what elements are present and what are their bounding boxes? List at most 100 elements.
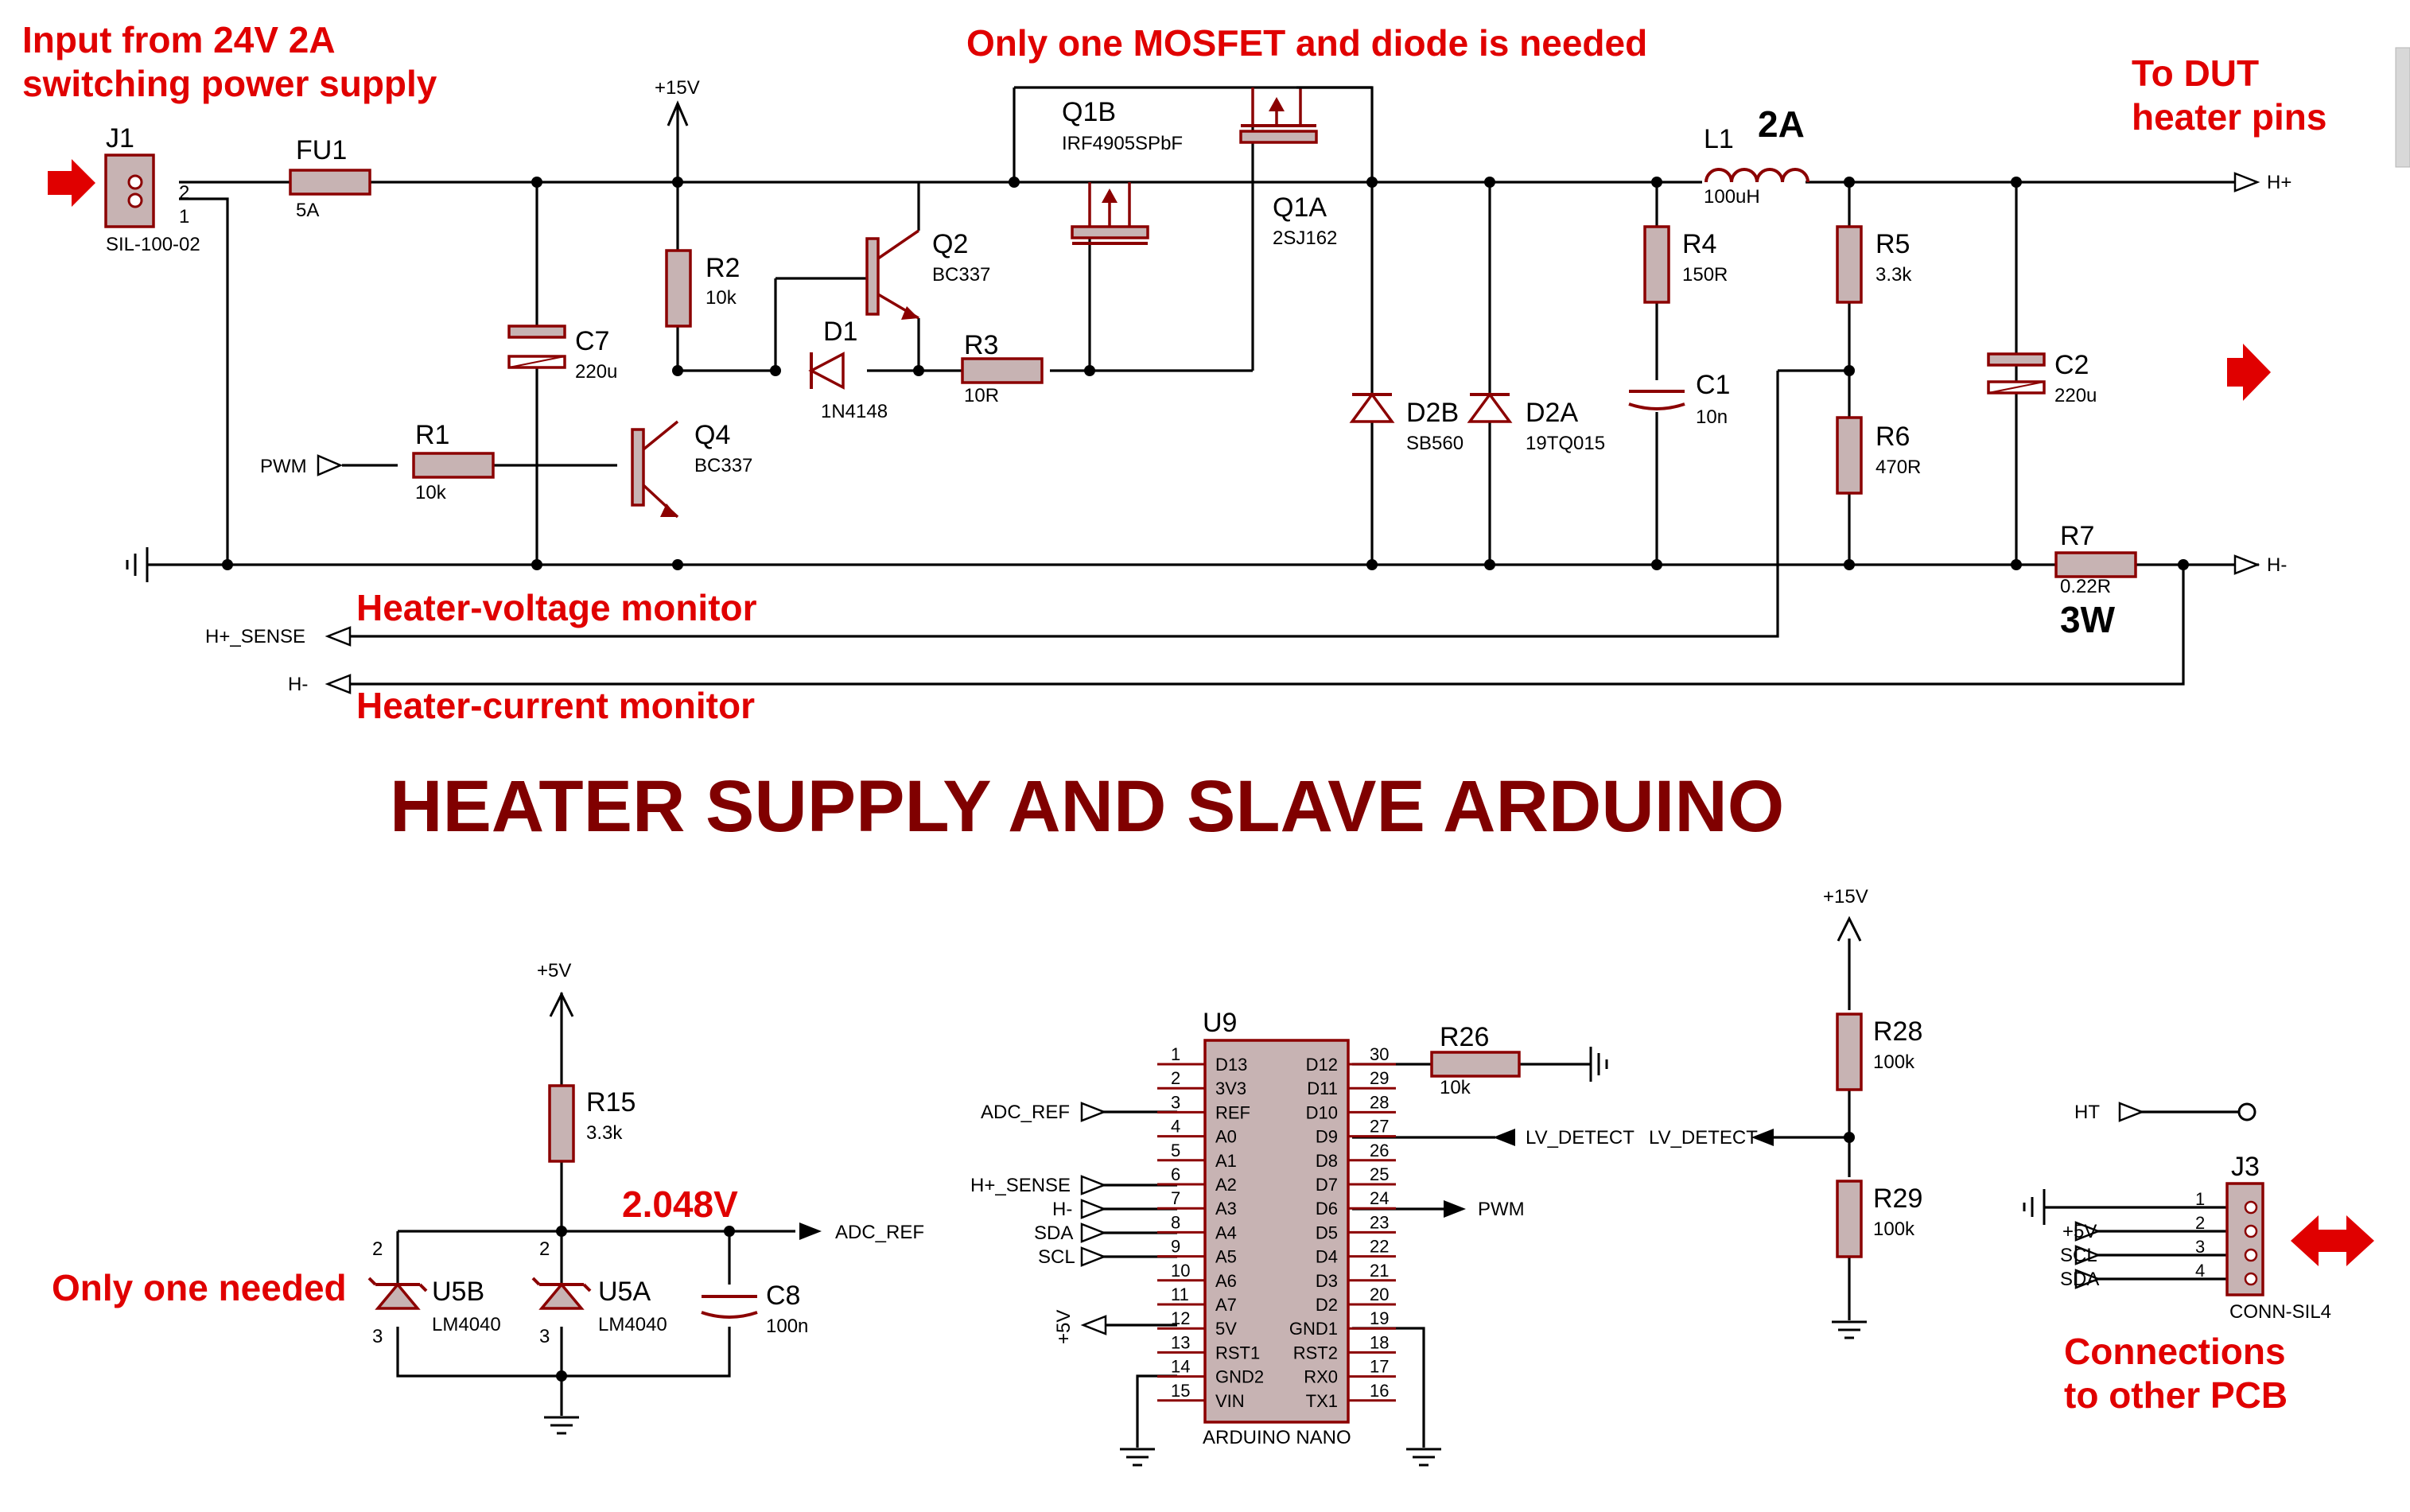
u9-pin-number: 2 xyxy=(1171,1068,1180,1088)
power-5v: +5V xyxy=(537,960,574,1017)
u9-pin-number: 9 xyxy=(1171,1237,1180,1257)
ground-top-left xyxy=(126,547,149,582)
note-dut-line1: To DUT xyxy=(2132,52,2259,94)
u9-pin-number: 17 xyxy=(1370,1357,1389,1377)
scrollbar[interactable] xyxy=(2395,47,2410,168)
l1-value: 100uH xyxy=(1704,186,1760,208)
resistor-r15: R15 3.3k xyxy=(548,1084,636,1163)
r15-value: 3.3k xyxy=(586,1122,623,1144)
transistor-q2: Q2 BC337 xyxy=(865,229,990,320)
q1a-ref: Q1A xyxy=(1273,192,1327,223)
u9-pin-name: D6 xyxy=(1316,1199,1338,1219)
j3-pin4: 4 xyxy=(2195,1261,2205,1281)
r7-ref: R7 xyxy=(2060,521,2094,551)
u9-pin-number: 30 xyxy=(1370,1044,1389,1064)
connector-j1: J1 2 1 SIL-100-02 xyxy=(48,123,200,255)
r26-ref: R26 xyxy=(1440,1022,1489,1052)
q4-ref: Q4 xyxy=(694,420,730,450)
u9-pin-number: 5 xyxy=(1171,1141,1180,1160)
u9-pin-number: 23 xyxy=(1370,1212,1389,1232)
resistor-r5: R5 3.3k xyxy=(1836,225,1912,304)
j3-pin3: 3 xyxy=(2195,1237,2205,1257)
j1-pin1: 1 xyxy=(179,206,189,227)
u9-pin-name: A7 xyxy=(1215,1295,1237,1315)
u9-pin-number: 26 xyxy=(1370,1141,1389,1160)
r6-ref: R6 xyxy=(1876,422,1910,452)
out-hplus-label: H+ xyxy=(2267,172,2291,193)
c2-ref: C2 xyxy=(2054,350,2089,380)
annotations: Input from 24V 2A switching power supply… xyxy=(22,19,2326,1416)
page-title: HEATER SUPPLY AND SLAVE ARDUINO xyxy=(390,766,1784,847)
j1-ref: J1 xyxy=(106,123,134,154)
u9-pin-number: 25 xyxy=(1370,1164,1389,1184)
resistor-r7: R7 0.22R xyxy=(2054,521,2137,597)
l1-ref: L1 xyxy=(1704,124,1734,154)
u9-pin-name: RST1 xyxy=(1215,1343,1260,1362)
u5a-value: LM4040 xyxy=(598,1314,667,1335)
double-arrow-icon xyxy=(2291,1215,2374,1266)
u9-pwm-label: PWM xyxy=(1478,1199,1525,1220)
u9-pin-name: D5 xyxy=(1316,1222,1338,1242)
note-r7-power: 3W xyxy=(2060,599,2116,640)
note-current-monitor: Heater-current monitor xyxy=(356,685,755,726)
capacitor-c7: C7 220u xyxy=(507,325,617,383)
r5-value: 3.3k xyxy=(1876,264,1912,286)
note-only-one: Only one needed xyxy=(52,1267,347,1308)
fu1-value: 5A xyxy=(296,200,319,221)
q2-value: BC337 xyxy=(932,264,990,286)
u9-hminus-label: H- xyxy=(1052,1199,1072,1220)
c8-value: 100n xyxy=(766,1316,808,1337)
resistor-r6: R6 470R xyxy=(1836,416,1921,495)
hplus-sense-label: H+_SENSE xyxy=(205,626,305,647)
u9-pin-number: 4 xyxy=(1171,1117,1180,1137)
j3-sda-label: SDA xyxy=(2060,1269,2099,1290)
adc-ref-out-label: ADC_REF xyxy=(835,1222,924,1243)
c1-value: 10n xyxy=(1696,406,1728,428)
u5b-pin2: 2 xyxy=(372,1238,383,1260)
u9-pin-name: TX1 xyxy=(1306,1391,1338,1411)
note-mosfet: Only one MOSFET and diode is needed xyxy=(966,22,1647,64)
r6-value: 470R xyxy=(1876,457,1921,478)
resistor-r3: R3 10R xyxy=(961,330,1044,406)
u9-pin-name: D10 xyxy=(1306,1102,1338,1122)
note-connections-line2: to other PCB xyxy=(2064,1374,2288,1416)
transistor-q4: Q4 BC337 xyxy=(631,420,752,519)
r29-value: 100k xyxy=(1873,1219,1915,1240)
resistor-r29: R29 100k xyxy=(1832,1180,1922,1339)
u9-pin-name: 3V3 xyxy=(1215,1079,1246,1098)
u9-pin-number: 14 xyxy=(1171,1357,1190,1377)
u9-pin-name: A4 xyxy=(1215,1222,1237,1242)
u9-pin-number: 6 xyxy=(1171,1164,1180,1184)
diode-d2b: D2B SB560 xyxy=(1349,392,1463,454)
c1-ref: C1 xyxy=(1696,370,1730,400)
u9-pin-name: D3 xyxy=(1316,1271,1338,1291)
c2-value: 220u xyxy=(2054,385,2097,406)
ground-u9 xyxy=(1120,1448,1441,1467)
power-5v-label: +5V xyxy=(537,960,571,981)
u9-pin-name: D2 xyxy=(1316,1295,1338,1315)
u5b-pin3: 3 xyxy=(372,1326,383,1347)
j3-pin1: 1 xyxy=(2195,1189,2205,1209)
u9-pin-name: A6 xyxy=(1215,1271,1237,1291)
note-2048v: 2.048V xyxy=(622,1184,738,1225)
resistor-r4: R4 150R xyxy=(1643,225,1728,304)
u9-pin-number: 19 xyxy=(1370,1308,1389,1328)
capacitor-c1: C1 10n xyxy=(1628,370,1730,428)
inductor-l1: L1 100uH xyxy=(1702,124,1809,208)
u5a-ref: U5A xyxy=(598,1277,651,1307)
u9-pin-name: GND2 xyxy=(1215,1367,1264,1387)
u9-value: ARDUINO NANO xyxy=(1203,1427,1351,1448)
q4-value: BC337 xyxy=(694,455,752,476)
fuse-fu1: FU1 5A xyxy=(289,135,371,221)
r2-ref: R2 xyxy=(706,253,740,283)
u9-pin-name: A1 xyxy=(1215,1151,1237,1171)
u5b-value: LM4040 xyxy=(432,1314,501,1335)
u9-hplus-sense-label: H+_SENSE xyxy=(970,1175,1071,1196)
u9-pin-name: 5V xyxy=(1215,1319,1237,1339)
r2-value: 10k xyxy=(706,287,737,309)
r28-ref: R28 xyxy=(1873,1016,1922,1047)
u9-pin-name: D11 xyxy=(1307,1079,1338,1098)
u9-pin-name: D13 xyxy=(1215,1055,1247,1075)
u9-pin-name: D7 xyxy=(1316,1175,1338,1195)
u9-pin-number: 29 xyxy=(1370,1068,1389,1088)
